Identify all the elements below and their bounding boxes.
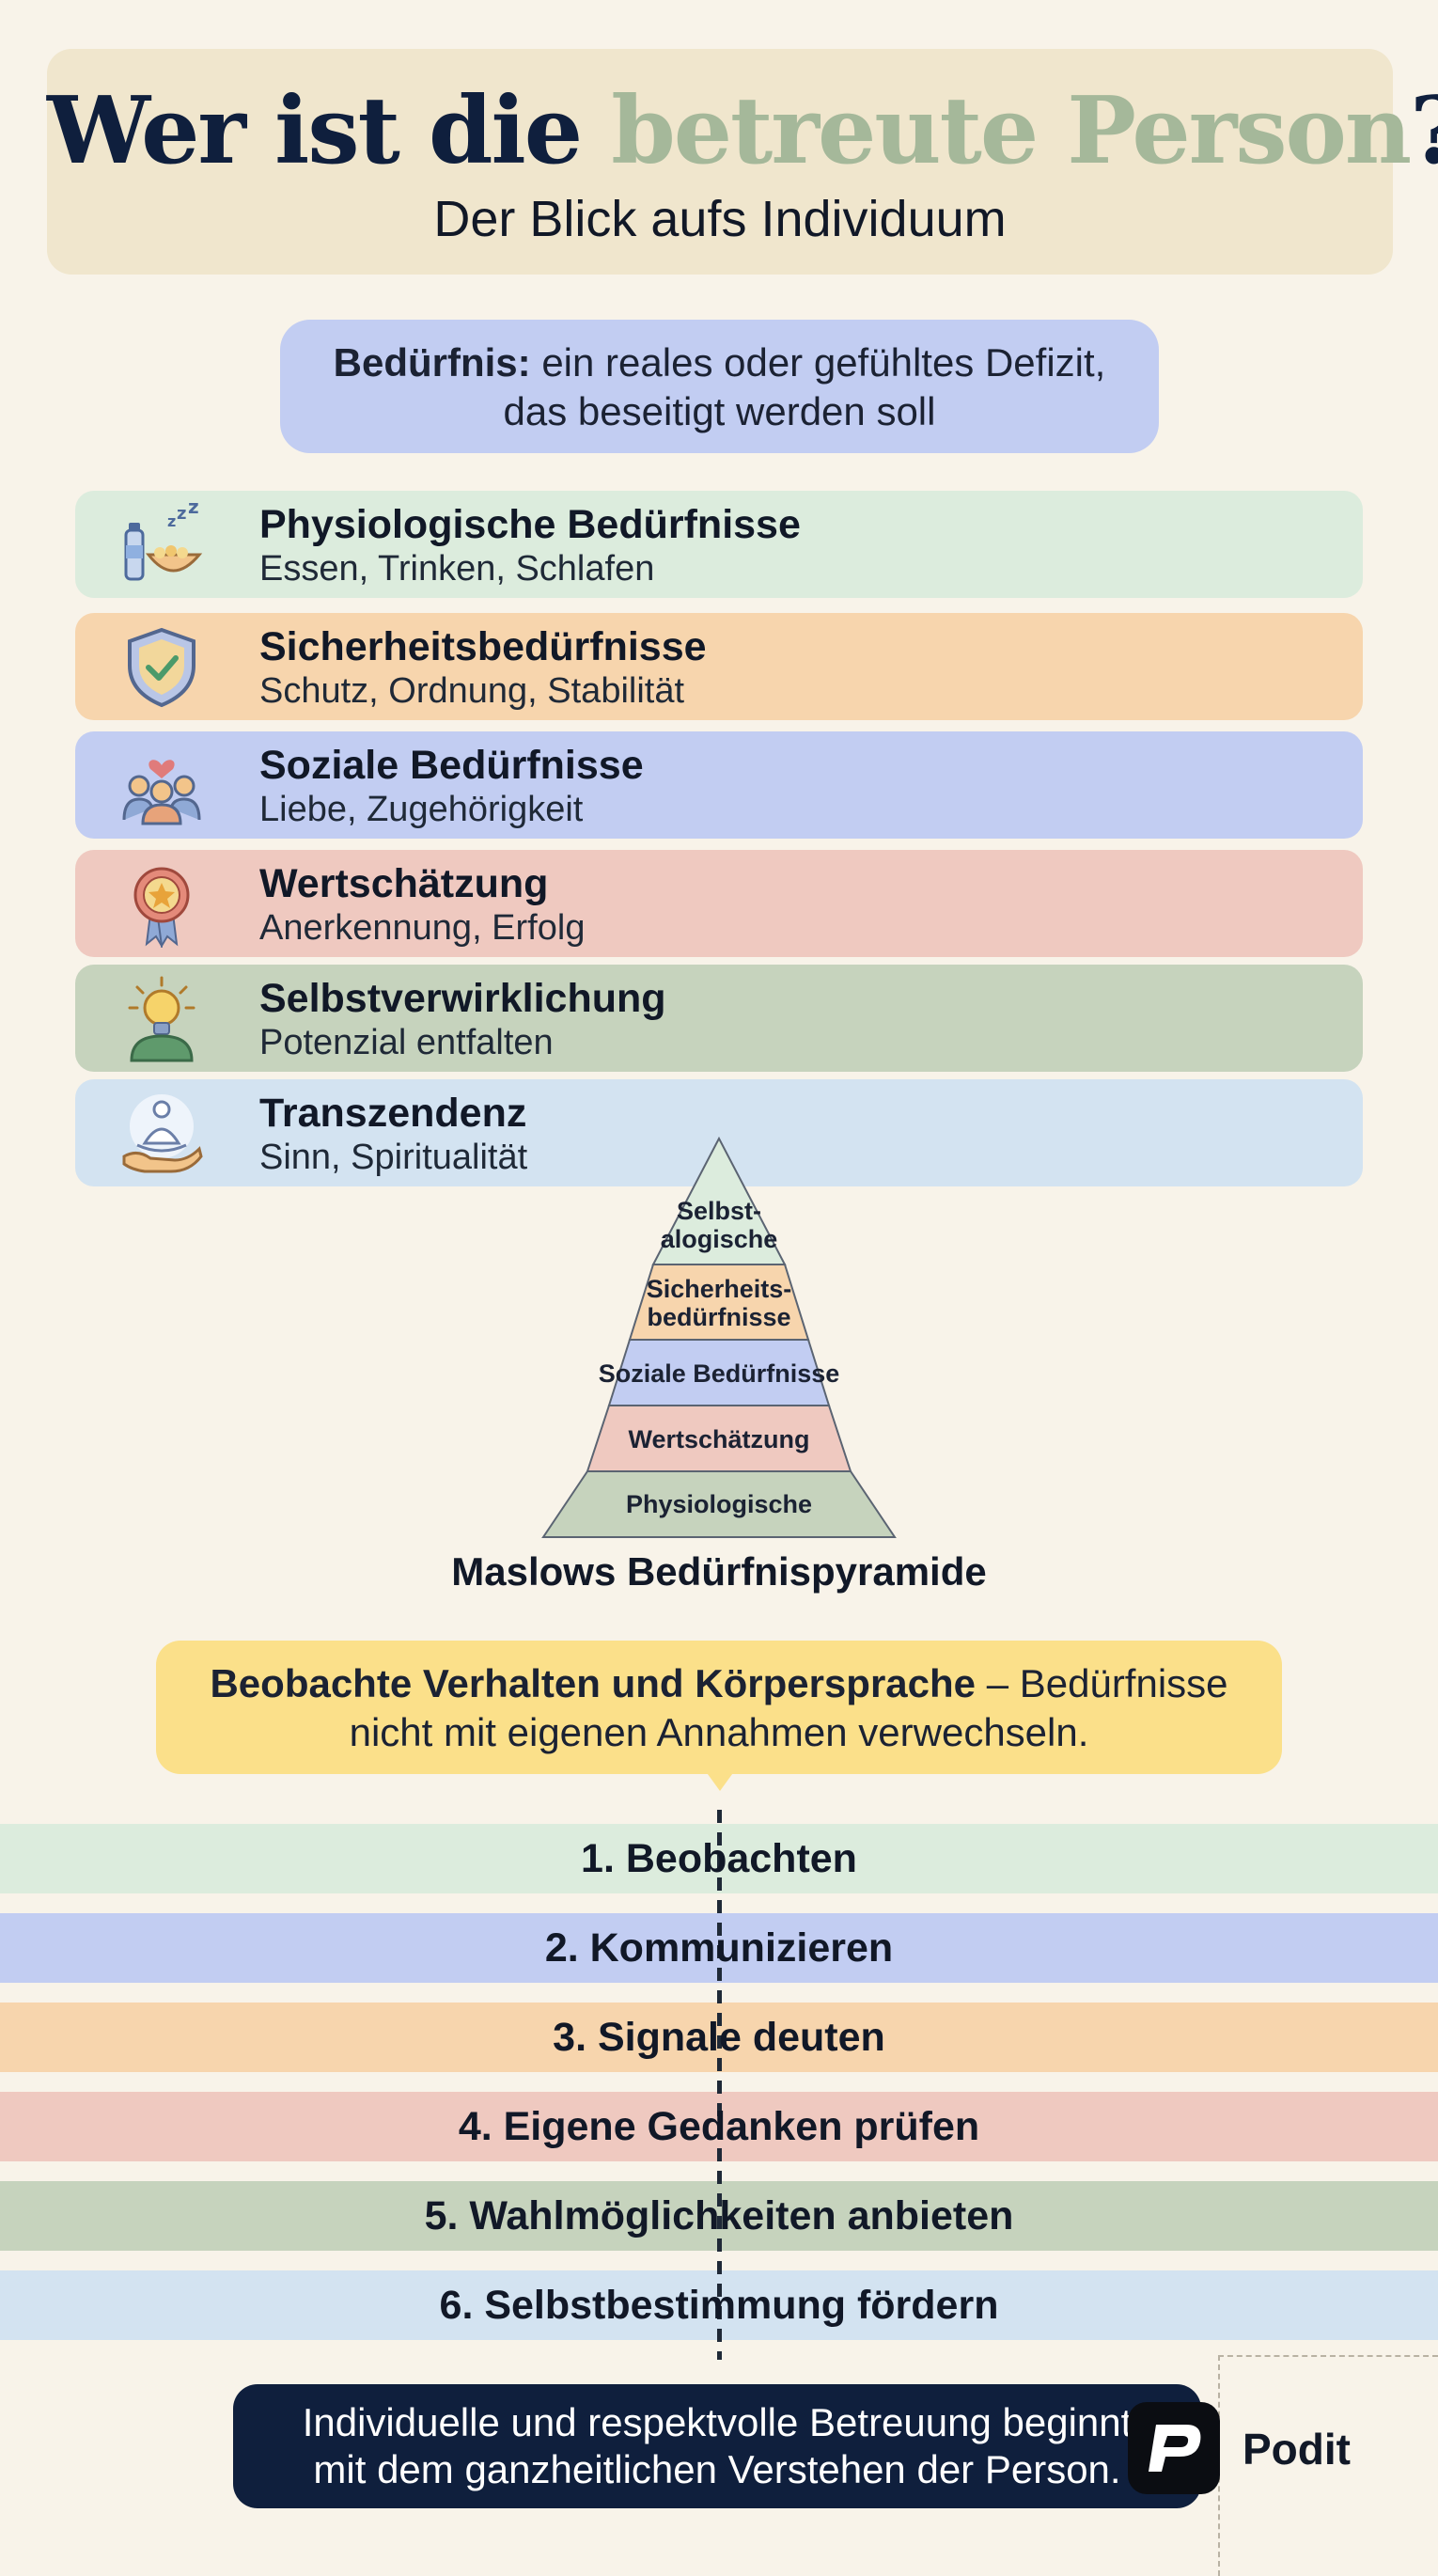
shield-check-icon xyxy=(118,624,205,711)
footer-line2: mit dem ganzheitlichen Verstehen der Per… xyxy=(313,2447,1121,2491)
need-name: Soziale Bedürfnisse xyxy=(259,743,644,788)
need-name: Selbstverwirklichung xyxy=(259,976,666,1021)
need-desc: Potenzial entfalten xyxy=(259,1023,554,1062)
pyramid-label-4: Wertschätzung xyxy=(628,1425,809,1453)
need-row-social: Soziale Bedürfnisse Liebe, Zugehörigkeit xyxy=(75,731,1363,839)
footer-banner: Individuelle und respektvolle Betreuung … xyxy=(233,2384,1201,2508)
brand-watermark-frame xyxy=(1218,2355,1438,2576)
svg-text:z: z xyxy=(167,512,176,530)
need-row-self-actualization: Selbstverwirklichung Potenzial entfalten xyxy=(75,965,1363,1072)
award-medal-icon xyxy=(118,861,205,949)
need-desc: Anerkennung, Erfolg xyxy=(259,908,586,948)
podit-logo-icon xyxy=(1128,2402,1220,2494)
footer-line1: Individuelle und respektvolle Betreuung … xyxy=(302,2400,1133,2444)
page-subtitle: Der Blick aufs Individuum xyxy=(433,191,1007,247)
people-heart-icon xyxy=(118,743,205,829)
pyramid-label-3: Soziale Bedürfnisse xyxy=(599,1359,840,1388)
title-accent: betreute Person xyxy=(611,77,1412,185)
need-name: Physiologische Bedürfnisse xyxy=(259,502,801,547)
pyramid-caption: Maslows Bedürfnispyramide xyxy=(451,1549,987,1594)
definition-text-line1: ein reales oder gefühltes Defizit, xyxy=(541,340,1106,385)
definition-text-line2: das beseitigt werden soll xyxy=(503,389,936,433)
need-row-physiological: z z z Physiologische Bedürfnisse Essen, … xyxy=(75,491,1363,598)
lightbulb-person-icon xyxy=(118,976,205,1062)
step-row-6: 6. Selbstbestimmung fördern xyxy=(0,2270,1438,2340)
step-label: 5. Wahlmöglichkeiten anbieten xyxy=(424,2193,1014,2238)
brand-name: Podit xyxy=(1243,2425,1351,2474)
step-label: 4. Eigene Gedanken prüfen xyxy=(458,2104,980,2149)
pyramid-label-2b: bedürfnisse xyxy=(647,1303,790,1331)
page-title: Wer ist die betreute Person? xyxy=(47,77,1438,185)
need-row-esteem: Wertschätzung Anerkennung, Erfolg xyxy=(75,850,1363,957)
header-banner: Wer ist die betreute Person? Der Blick a… xyxy=(47,49,1438,275)
steps-connector-line xyxy=(717,1810,722,2360)
need-desc: Sinn, Spiritualität xyxy=(259,1138,528,1177)
pyramid-level-base xyxy=(541,1470,897,1538)
svg-text:z: z xyxy=(177,504,186,524)
tip-arrow xyxy=(705,1770,735,1791)
step-label: 1. Beobachten xyxy=(581,1836,857,1881)
definition-term: Bedürfnis: xyxy=(333,340,531,385)
tip-bold: Beobachte Verhalten und Körpersprache xyxy=(210,1661,977,1705)
title-part-2: ? xyxy=(1410,77,1438,185)
svg-text:z: z xyxy=(188,502,199,518)
pyramid-label-2a: Sicherheits- xyxy=(647,1275,792,1303)
need-name: Transzendenz xyxy=(259,1091,527,1136)
meditation-hand-icon xyxy=(118,1091,205,1177)
need-name: Wertschätzung xyxy=(259,861,549,906)
pyramid-label-top-2: alogische xyxy=(661,1225,778,1253)
need-name: Sicherheitsbedürfnisse xyxy=(259,624,707,669)
pyramid-label-base: Physiologische xyxy=(626,1490,812,1518)
pyramid-label-top-1: Selbst- xyxy=(677,1197,761,1225)
step-label: 3. Signale deuten xyxy=(553,2015,885,2060)
step-label: 6. Selbstbestimmung fördern xyxy=(439,2283,999,2328)
maslow-pyramid: Selbst- alogische Sicherheits- bedürfnis… xyxy=(541,1136,897,1538)
title-part-1: Wer ist die xyxy=(47,77,583,185)
need-desc: Liebe, Zugehörigkeit xyxy=(259,790,584,829)
need-row-safety: Sicherheitsbedürfnisse Schutz, Ordnung, … xyxy=(75,613,1363,720)
tip-text-line1: – Bedürfnisse xyxy=(976,1661,1228,1705)
step-label: 2. Kommunizieren xyxy=(544,1925,894,1971)
definition-box: Bedürfnis: ein reales oder gefühltes Def… xyxy=(280,320,1159,453)
need-desc: Schutz, Ordnung, Stabilität xyxy=(259,671,685,711)
food-water-sleep-icon: z z z xyxy=(118,495,205,589)
need-desc: Essen, Trinken, Schlafen xyxy=(259,549,655,589)
tip-callout: Beobachte Verhalten und Körpersprache – … xyxy=(156,1641,1282,1774)
tip-text-line2: nicht mit eigenen Annahmen verwechseln. xyxy=(349,1710,1089,1754)
